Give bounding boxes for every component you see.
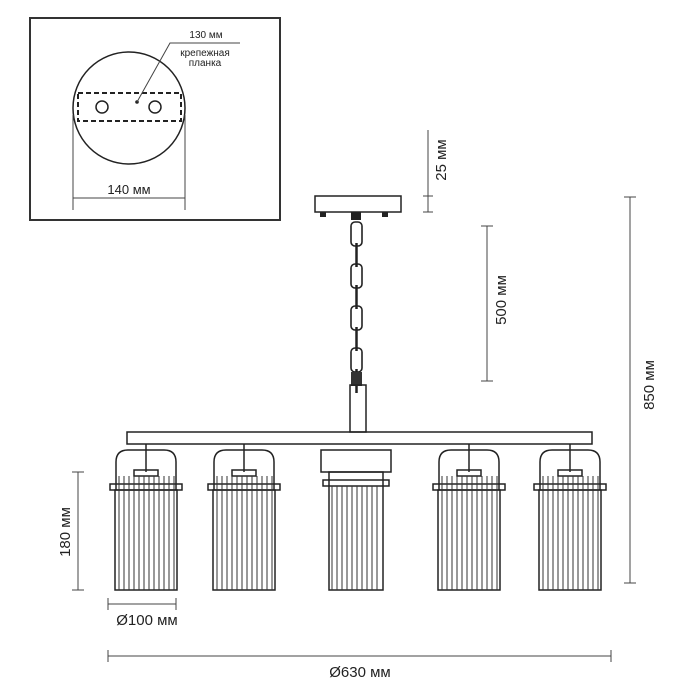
shade: [109, 444, 183, 591]
total-diameter-label: Ø630 мм: [329, 664, 391, 681]
chain-length-label: 500 мм: [493, 275, 510, 325]
shades: [109, 444, 607, 591]
stem: [349, 384, 367, 433]
chain-length-dim: [481, 225, 493, 382]
canopy: [314, 195, 402, 220]
mounting-bracket: [77, 92, 182, 122]
canopy-height-label: 25 мм: [433, 139, 450, 180]
chain-link: [350, 347, 363, 373]
shade-height-dim: [72, 471, 84, 591]
mounting-inset: 130 мм крепежная планка 140 мм: [29, 17, 281, 221]
chain-connector: [351, 372, 362, 386]
total-diameter-dim: [107, 650, 612, 662]
chain-link: [350, 263, 363, 289]
bracket-length-label: 130 мм: [189, 30, 222, 41]
chain-link: [350, 305, 363, 331]
shade: [432, 444, 506, 591]
screw-hole: [148, 100, 162, 114]
shade: [207, 444, 281, 591]
inset-frame: [29, 17, 281, 221]
canopy-circle: [72, 51, 186, 165]
total-height-label: 850 мм: [641, 360, 658, 410]
leader-line: [136, 42, 240, 103]
shade-diameter-label: Ø100 мм: [116, 612, 178, 629]
canopy-diameter-label: 140 мм: [107, 182, 150, 197]
shade: [533, 444, 607, 591]
canopy-height-dim: [423, 130, 433, 213]
chain-link: [350, 221, 363, 247]
arm-bar: [126, 431, 593, 445]
shade-diameter-dim: [107, 598, 177, 610]
total-height-dim: [624, 196, 636, 584]
screw-hole: [95, 100, 109, 114]
chain: [350, 221, 363, 393]
canopy-diameter-dim: [72, 115, 186, 210]
bracket-label-2: планка: [189, 58, 222, 69]
shade-height-label: 180 мм: [57, 507, 74, 557]
bracket-label-1: крепежная: [180, 48, 230, 59]
shade: [320, 449, 392, 591]
